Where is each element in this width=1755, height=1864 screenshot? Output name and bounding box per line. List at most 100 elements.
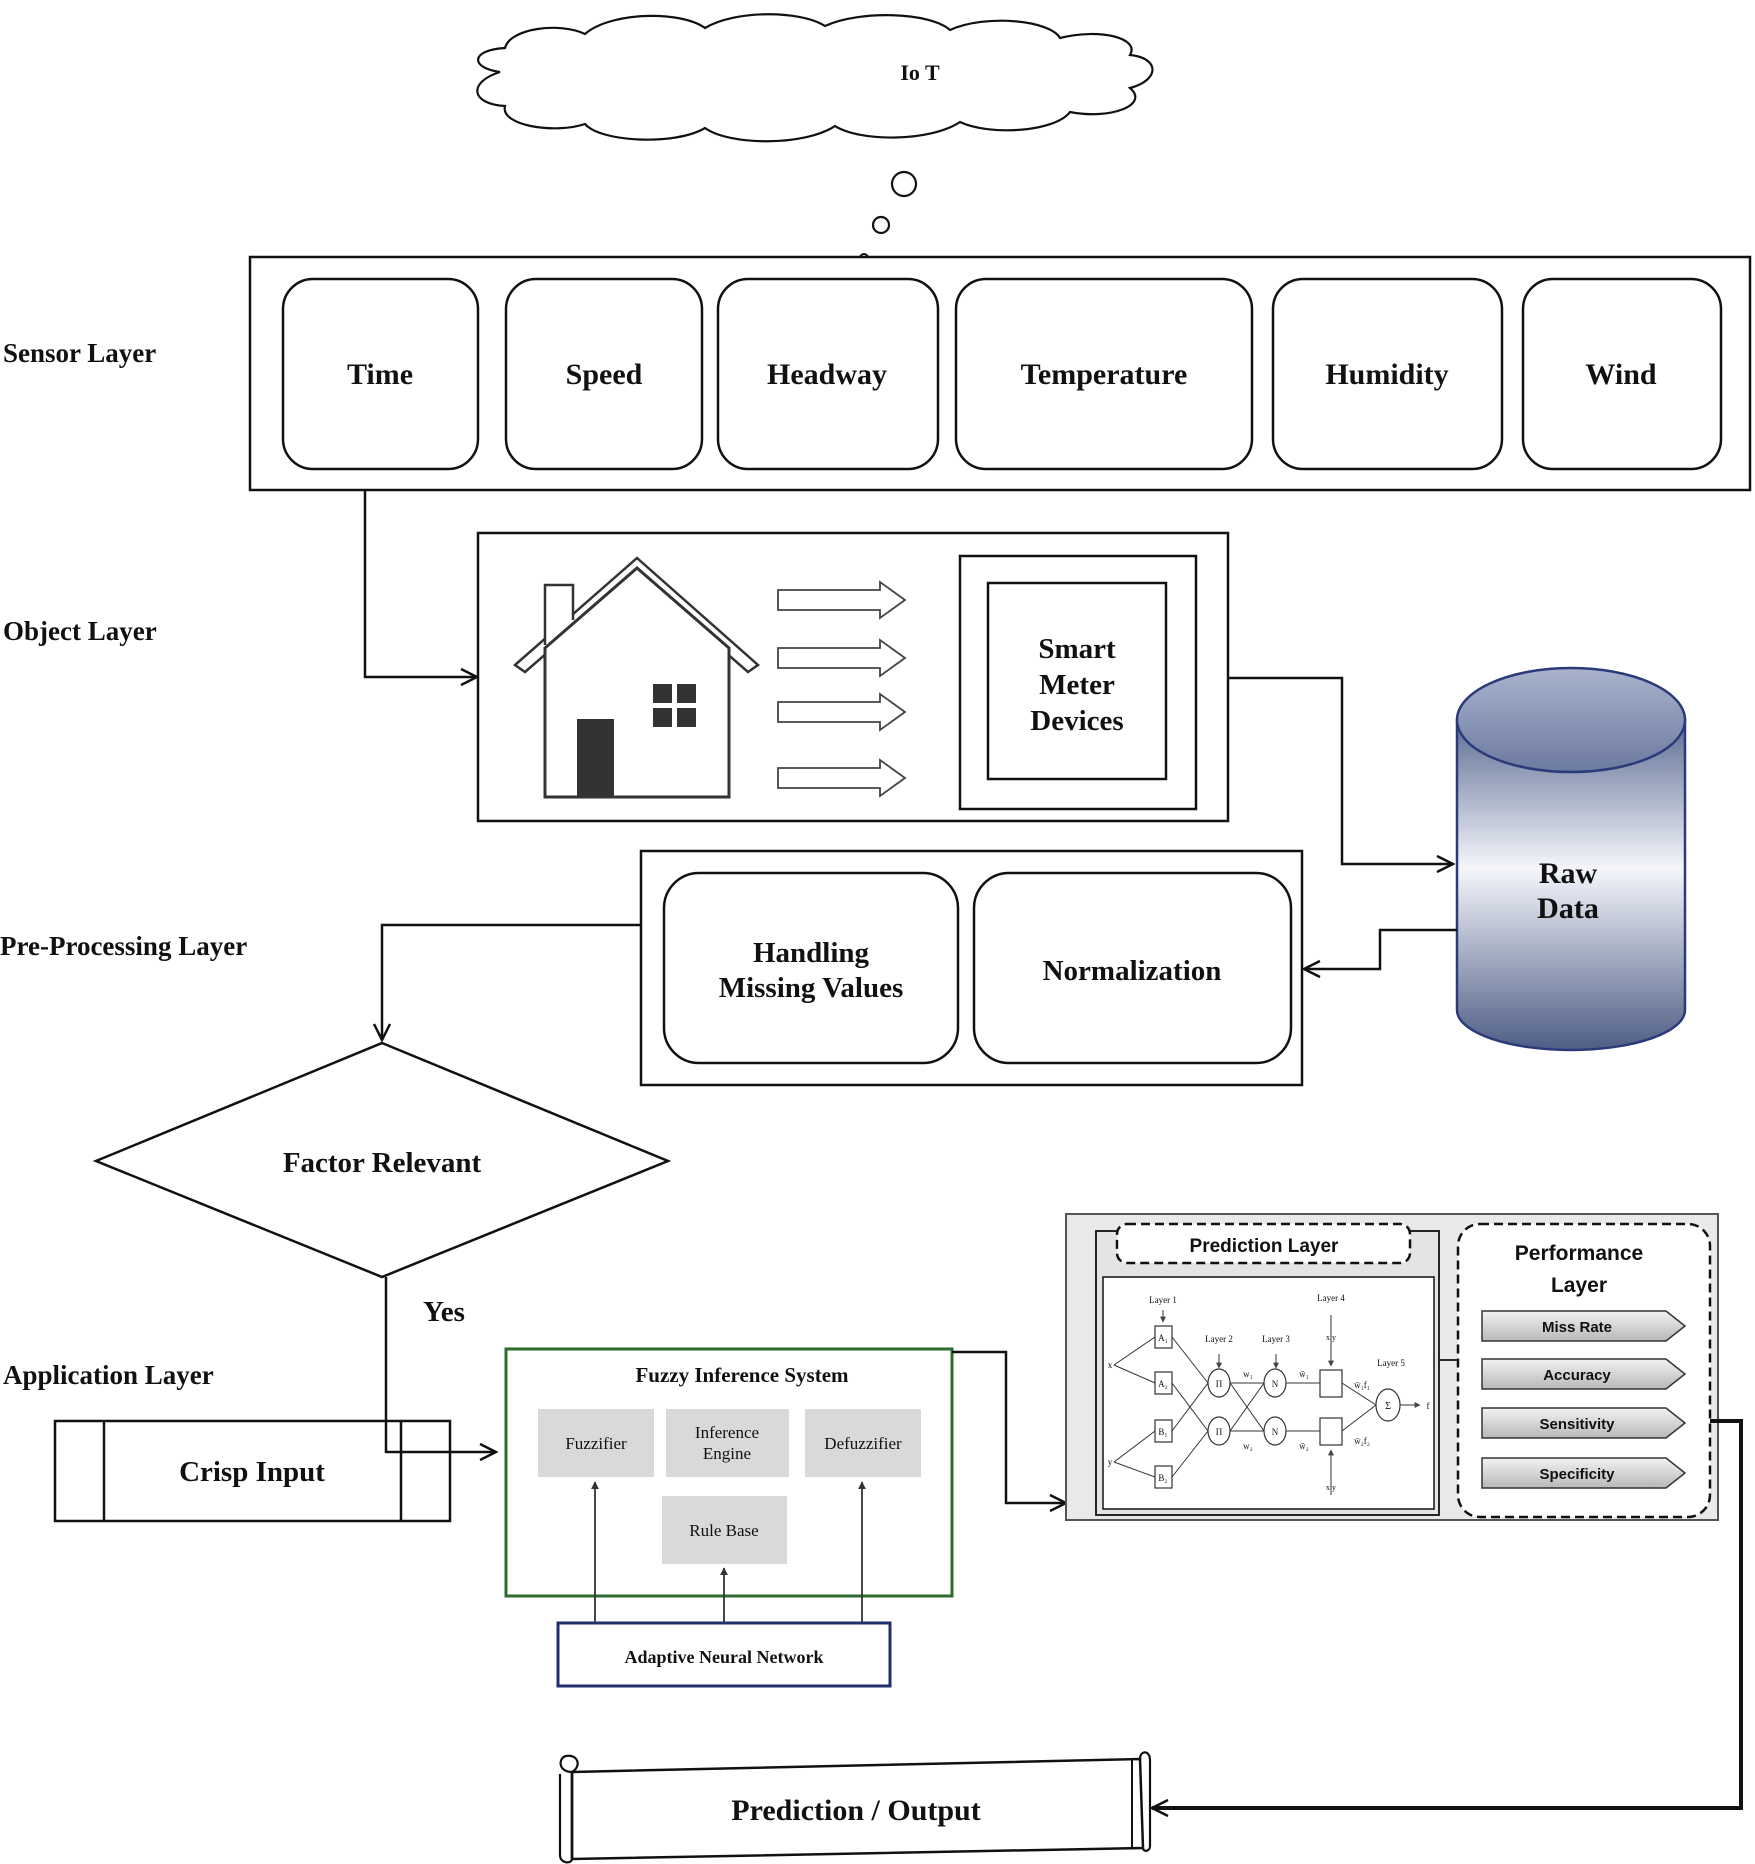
fuzzy-inference-system: Fuzzy Inference System Fuzzifier Inferen… <box>504 1347 954 1623</box>
adaptive-neural-network: Adaptive Neural Network <box>556 1621 892 1688</box>
sensor-time-label: Time <box>347 358 413 391</box>
anfis-wbar2: w̄₂ <box>1299 1441 1309 1451</box>
metric-label: Specificity <box>1539 1466 1615 1483</box>
house-icon <box>512 556 761 799</box>
sensor-headway-label: Headway <box>767 358 887 391</box>
decision-label: Factor Relevant <box>283 1147 482 1179</box>
sensor-temperature-label: Temperature <box>1021 358 1188 391</box>
performance-title-2: Layer <box>1551 1274 1607 1297</box>
cloud-shape <box>476 13 1154 143</box>
anfis-layer-label: Layer 4 <box>1317 1293 1345 1303</box>
sensor-wind: Wind <box>1521 277 1723 471</box>
metric-sensitivity: Sensitivity <box>1481 1407 1687 1439</box>
prediction-output: Prediction / Output <box>558 1751 1152 1864</box>
prediction-layer-label: Prediction Layer <box>1190 1236 1339 1257</box>
connector-rawdata-to-preprocessing <box>1304 928 1457 969</box>
cloud-bubble-large <box>890 170 918 198</box>
application-layer-label: Application Layer <box>3 1360 214 1390</box>
anfis-layer-label: Layer 3 <box>1262 1334 1290 1344</box>
engine-label-1: Inference <box>695 1423 759 1442</box>
fuzzifier-block: Fuzzifier <box>538 1409 654 1477</box>
fis-title: Fuzzy Inference System <box>635 1363 849 1387</box>
metric-miss-rate: Miss Rate <box>1481 1310 1687 1342</box>
engine-label-2: Engine <box>703 1444 751 1463</box>
anfis-input-y: y <box>1108 1457 1113 1467</box>
anfis-wf1: w̄₁f₁ <box>1354 1380 1370 1390</box>
cloud-bubble-medium <box>871 215 891 235</box>
flow-arrow <box>777 758 907 798</box>
flow-arrow <box>777 580 907 620</box>
smart-meter-devices: Smart Meter Devices <box>958 554 1198 811</box>
anfis-output-f: f <box>1427 1401 1430 1411</box>
connector-sensor-to-object <box>363 490 477 677</box>
crisp-input: Crisp Input <box>53 1419 452 1523</box>
smart-meter-label-1: Smart <box>1038 633 1116 665</box>
sensor-headway: Headway <box>716 277 940 471</box>
connector-preprocessing-to-decision <box>382 923 641 1040</box>
sensor-speed-label: Speed <box>566 358 643 391</box>
flow-arrow <box>777 692 907 732</box>
sensor-wind-label: Wind <box>1585 358 1656 391</box>
metric-label: Sensitivity <box>1539 1416 1615 1433</box>
handling-missing-values: Handling Missing Values <box>662 871 960 1065</box>
handling-label-1: Handling <box>753 937 870 969</box>
metric-specificity: Specificity <box>1481 1457 1687 1489</box>
defuzzifier-label: Defuzzifier <box>824 1434 902 1453</box>
sensor-layer-label: Sensor Layer <box>3 338 156 368</box>
connector-object-to-rawdata <box>1228 676 1453 864</box>
anfis-layer-label: Layer 5 <box>1377 1358 1405 1368</box>
factor-relevant-decision: Factor Relevant <box>92 1041 672 1279</box>
raw-data-label-2: Data <box>1537 892 1599 925</box>
raw-data-cylinder: Raw Data <box>1455 666 1687 1052</box>
prediction-layer-title: Prediction Layer <box>1115 1222 1412 1265</box>
anfis-xy-top: x y <box>1326 1333 1336 1342</box>
anfis-node-b1: B₁ <box>1158 1427 1167 1437</box>
anfis-node-a2: A₂ <box>1158 1379 1168 1389</box>
defuzzifier-block: Defuzzifier <box>805 1409 921 1477</box>
performance-layer: Performance Layer Miss Rate Accuracy Sen… <box>1456 1222 1712 1519</box>
sensor-humidity: Humidity <box>1271 277 1504 471</box>
metric-accuracy: Accuracy <box>1481 1358 1687 1390</box>
anfis-node-a1: A₁ <box>1158 1333 1168 1343</box>
rule-base-block: Rule Base <box>662 1496 787 1564</box>
anfis-node-pi: Π <box>1216 1379 1223 1389</box>
anfis-node-sum: Σ <box>1385 1401 1391 1412</box>
connector-performance-to-output <box>1152 1419 1743 1808</box>
anfis-layer-label: Layer 1 <box>1149 1295 1177 1305</box>
anfis-w2: w₂ <box>1243 1441 1253 1451</box>
anfis-node-n: N <box>1272 1379 1279 1389</box>
crisp-input-label: Crisp Input <box>179 1456 325 1488</box>
sensor-temperature: Temperature <box>954 277 1254 471</box>
handling-label-2: Missing Values <box>719 972 904 1004</box>
sensor-layer: Time Speed Headway Temperature Humidity … <box>248 255 1752 492</box>
inference-engine-block: Inference Engine <box>666 1409 789 1477</box>
normalization-label: Normalization <box>1043 955 1222 987</box>
performance-title-1: Performance <box>1515 1242 1643 1265</box>
rule-base-label: Rule Base <box>689 1521 758 1540</box>
connector-fis-to-prediction <box>952 1350 1066 1503</box>
flow-arrow <box>777 638 907 678</box>
fuzzifier-label: Fuzzifier <box>565 1434 627 1453</box>
sensor-speed: Speed <box>504 277 704 471</box>
decision-yes-label: Yes <box>423 1296 465 1328</box>
smart-meter-label-3: Devices <box>1030 705 1123 737</box>
anfis-w1: w₁ <box>1243 1369 1253 1379</box>
iot-cloud: Io T <box>476 13 1154 263</box>
normalization: Normalization <box>972 871 1293 1065</box>
sensor-time: Time <box>281 277 480 471</box>
anfis-input-x: x <box>1108 1360 1113 1370</box>
ann-label: Adaptive Neural Network <box>625 1647 824 1667</box>
metric-label: Miss Rate <box>1542 1319 1612 1336</box>
prediction-output-label: Prediction / Output <box>731 1794 980 1827</box>
raw-data-label-1: Raw <box>1539 857 1598 890</box>
preprocessing-layer: Handling Missing Values Normalization <box>639 849 1304 1087</box>
anfis-layer-label: Layer 2 <box>1205 1334 1233 1344</box>
flow-arrows <box>777 580 907 798</box>
iot-label: Io T <box>900 60 940 85</box>
anfis-node-b2: B₂ <box>1158 1473 1167 1483</box>
connector-decision-to-fis <box>384 1277 496 1452</box>
smart-meter-label-2: Meter <box>1039 669 1115 701</box>
prediction-performance-panel: Prediction Layer Layer 1 Layer 2 Layer 3… <box>1065 1213 1719 1521</box>
object-layer-label: Object Layer <box>3 616 157 646</box>
